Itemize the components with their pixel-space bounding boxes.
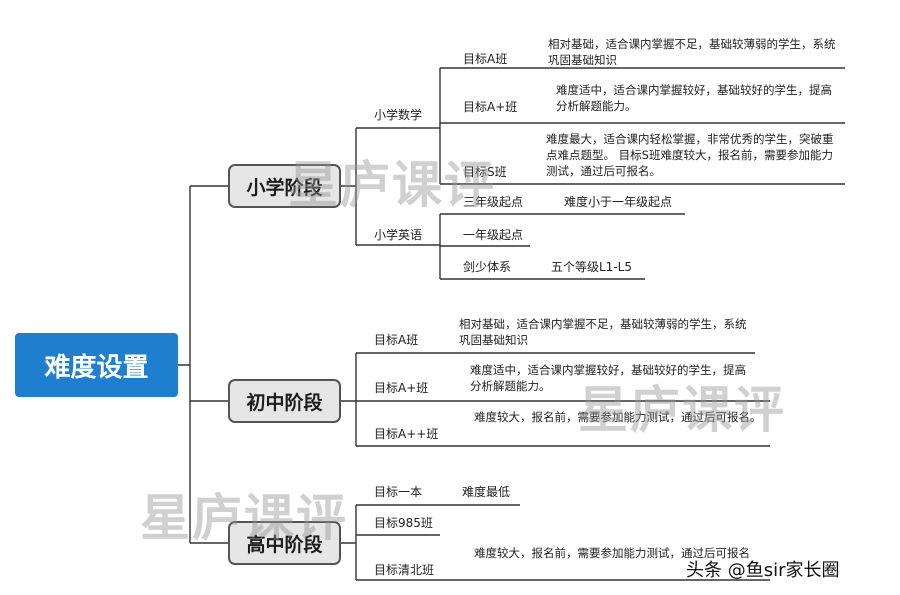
root-node: 难度设置 [15, 333, 178, 397]
class-name: 三年级起点 [463, 195, 524, 209]
class-name: 目标A班 [374, 333, 419, 347]
class-description: 难度最大，适合课内轻松掌握，非常优秀的学生，突破重点难点题型。 目标S班难度较大… [546, 132, 834, 178]
class-name: 目标985班 [374, 516, 433, 530]
class-description: 相对基础，适合课内掌握不足，基础较薄弱的学生，系统巩固基础知识 [548, 37, 836, 67]
class-name: 目标A班 [463, 52, 508, 66]
class-name: 目标A++班 [374, 427, 439, 441]
class-name: 一年级起点 [463, 228, 524, 242]
class-description: 难度较大，报名前，需要参加能力测试，通过后可报名。 [474, 410, 762, 424]
class-name: 目标一本 [374, 485, 423, 499]
class-name: 目标A+班 [374, 381, 429, 395]
stage-primary: 小学阶段 [228, 164, 341, 208]
class-description: 难度适中，适合课内掌握较好，基础较好的学生，提高分析解题能力。 [470, 363, 746, 393]
class-description: 难度适中，适合课内掌握较好，基础较好的学生，提高分析解题能力。 [556, 83, 832, 113]
class-description: 相对基础，适合课内掌握不足，基础较薄弱的学生，系统巩固基础知识 [459, 317, 747, 347]
subject-primary-math: 小学数学 [374, 108, 423, 122]
subject-primary-english: 小学英语 [374, 228, 423, 242]
class-description: 五个等级L1-L5 [551, 260, 632, 274]
class-description: 难度最低 [462, 485, 511, 499]
class-description: 难度小于一年级起点 [564, 195, 673, 209]
class-name: 目标A+班 [463, 100, 518, 114]
source-credit: 头条 @鱼sir家长圈 [686, 560, 840, 581]
class-name: 目标清北班 [374, 563, 435, 577]
class-description: 难度较大，报名前，需要参加能力测试，通过后可报名 [474, 546, 750, 560]
stage-senior-high: 高中阶段 [228, 521, 341, 565]
class-name: 剑少体系 [463, 260, 512, 274]
class-name: 目标S班 [463, 165, 507, 179]
stage-junior-high: 初中阶段 [228, 379, 341, 423]
